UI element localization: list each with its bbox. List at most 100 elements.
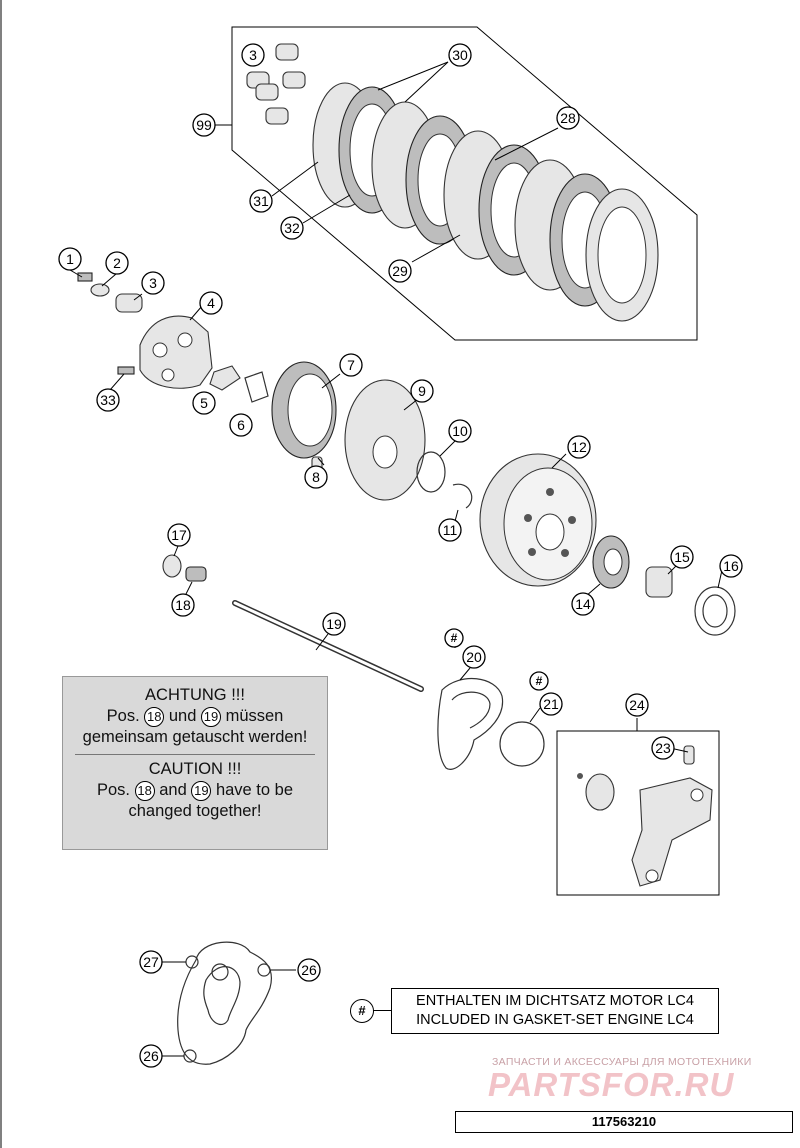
- svg-text:32: 32: [284, 220, 300, 236]
- callout-7: 7: [339, 353, 363, 377]
- svg-text:2: 2: [113, 255, 121, 271]
- note-en-line2: Pos. 18 and 19 have to be: [63, 780, 327, 801]
- svg-text:6: 6: [237, 417, 245, 433]
- callout-21-hash: #: [529, 671, 549, 691]
- note-de-line2: Pos. 18 und 19 müssen: [63, 706, 327, 727]
- clutch-hub-group: [271, 361, 473, 509]
- svg-text:16: 16: [723, 558, 739, 574]
- note-de-pre: Pos.: [106, 707, 140, 725]
- svg-text:18: 18: [175, 597, 191, 613]
- note-de-title: ACHTUNG !!!: [145, 686, 245, 704]
- note-en-title: CAUTION !!!: [148, 760, 242, 778]
- note-divider: [75, 754, 315, 755]
- svg-text:23: 23: [655, 740, 671, 756]
- note-en-pos2: 19: [191, 780, 212, 801]
- note-de-post: müssen: [225, 707, 284, 725]
- release-assembly-box: [556, 718, 720, 896]
- callout-21: 21: [539, 692, 563, 716]
- svg-text:15: 15: [674, 549, 690, 565]
- callout-5: 5: [192, 391, 216, 415]
- svg-text:26: 26: [143, 1048, 159, 1064]
- svg-text:24: 24: [629, 697, 645, 713]
- callout-6: 6: [229, 413, 253, 437]
- watermark-subtitle: ЗАПЧАСТИ И АКСЕССУАРЫ ДЛЯ МОТОТЕХНИКИ: [492, 1056, 752, 1068]
- svg-text:31: 31: [253, 193, 269, 209]
- svg-text:19: 19: [326, 616, 342, 632]
- svg-text:12: 12: [571, 439, 587, 455]
- callout-3-left: 3: [141, 271, 165, 295]
- callout-16: 16: [719, 554, 743, 578]
- svg-text:29: 29: [392, 263, 408, 279]
- callout-26-right: 26: [297, 958, 321, 982]
- note-en-mid: and: [159, 781, 187, 799]
- svg-text:3: 3: [249, 47, 257, 63]
- gasket-line-en: INCLUDED IN GASKET-SET ENGINE LC4: [416, 1012, 694, 1028]
- note-de-pos2: 19: [200, 706, 221, 727]
- note-de-line3: gemeinsam getauscht werden!: [82, 728, 308, 746]
- diagram-code: 117563210: [455, 1111, 793, 1133]
- callout-99: 99: [192, 113, 216, 137]
- callout-11: 11: [438, 518, 462, 542]
- svg-text:8: 8: [312, 469, 320, 485]
- callout-8: 8: [304, 465, 328, 489]
- svg-text:4: 4: [207, 295, 215, 311]
- callout-9: 9: [410, 379, 434, 403]
- cover-outline: [162, 941, 296, 1065]
- svg-text:28: 28: [560, 110, 576, 126]
- callout-31: 31: [249, 189, 273, 213]
- svg-text:3: 3: [149, 275, 157, 291]
- svg-text:10: 10: [452, 423, 468, 439]
- callout-30: 30: [448, 43, 472, 67]
- svg-text:1: 1: [66, 251, 74, 267]
- callout-28: 28: [556, 106, 580, 130]
- svg-text:17: 17: [171, 527, 187, 543]
- note-en-line3: changed together!: [128, 802, 262, 820]
- svg-text:11: 11: [443, 522, 458, 538]
- callout-32: 32: [280, 216, 304, 240]
- callout-20-hash: #: [444, 628, 464, 648]
- caution-note: ACHTUNG !!! Pos. 18 und 19 müssen gemein…: [62, 676, 328, 850]
- gasket-and-oring: [437, 677, 545, 770]
- svg-text:#: #: [536, 674, 543, 688]
- callout-10: 10: [448, 419, 472, 443]
- callout-3-kit: 3: [241, 43, 265, 67]
- callout-12: 12: [567, 435, 591, 459]
- pressure-plate-group: [77, 272, 269, 403]
- clutch-discs: [312, 82, 659, 322]
- gasket-hash-symbol: #: [350, 999, 374, 1023]
- svg-text:26: 26: [301, 962, 317, 978]
- note-en-pos1: 18: [134, 780, 155, 801]
- callout-20: 20: [462, 645, 486, 669]
- gasket-leader: [373, 1010, 391, 1011]
- callout-33: 33: [96, 388, 120, 412]
- note-de-pos1: 18: [144, 706, 165, 727]
- callout-15: 15: [670, 545, 694, 569]
- svg-text:30: 30: [452, 47, 468, 63]
- watermark-logo: PARTSFOR.RU: [488, 1066, 735, 1103]
- svg-text:9: 9: [418, 383, 426, 399]
- note-en-pre: Pos.: [97, 781, 131, 799]
- callout-19: 19: [322, 612, 346, 636]
- svg-text:#: #: [451, 631, 458, 645]
- svg-text:33: 33: [100, 392, 116, 408]
- spring-set: [246, 43, 306, 125]
- svg-text:5: 5: [200, 395, 208, 411]
- callout-26-bottom: 26: [139, 1044, 163, 1068]
- note-en-post: have to be: [215, 781, 293, 799]
- callout-17: 17: [167, 523, 191, 547]
- callout-24: 24: [625, 693, 649, 717]
- primary-gear-basket: [479, 453, 736, 636]
- svg-text:14: 14: [575, 596, 591, 612]
- callout-1: 1: [58, 247, 82, 271]
- callout-14: 14: [571, 592, 595, 616]
- gasket-line-de: ENTHALTEN IM DICHTSATZ MOTOR LC4: [416, 993, 694, 1009]
- callout-27: 27: [139, 950, 163, 974]
- svg-text:27: 27: [143, 954, 159, 970]
- clutch-kit-box: [215, 26, 698, 341]
- callout-2: 2: [105, 251, 129, 275]
- callout-29: 29: [388, 259, 412, 283]
- callout-23: 23: [651, 736, 675, 760]
- callout-4: 4: [199, 291, 223, 315]
- note-de-mid: und: [168, 707, 197, 725]
